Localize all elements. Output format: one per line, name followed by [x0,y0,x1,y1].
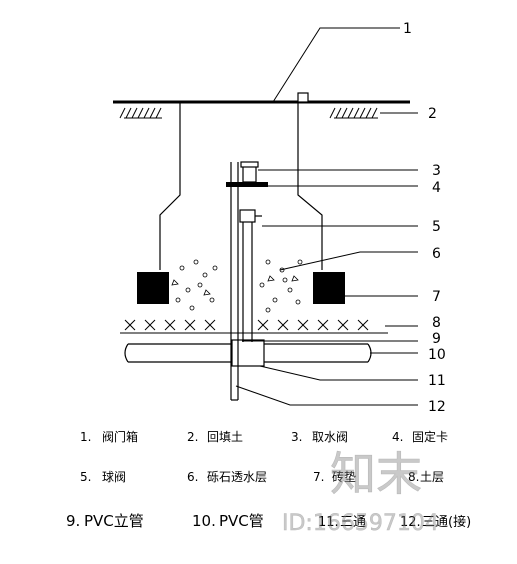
callout-7: 7 [432,289,441,305]
ground-surface [113,100,410,119]
legend-num: 5. [80,470,91,484]
tee-fitting [231,339,265,367]
legend-text: 固定卡 [412,429,448,444]
intake-valve [240,161,259,183]
legend-item-4: 4. 固定卡 [392,429,448,444]
legend-item-7: 7. 砖垫 [313,469,356,484]
callout-4: 4 [432,180,441,196]
gravel-layer [171,259,303,313]
legend-num: 11. [318,515,339,530]
legend-text: PVC管 [219,512,264,530]
pvc-riser [230,162,253,401]
legend: 1. 阀门箱 2. 回填土 3. 取水阀 4. 固定卡 5. 球阀 6. 砾石透… [66,429,471,530]
callout-10: 10 [428,347,446,363]
legend-item-3: 3. 取水阀 [291,430,348,444]
legend-num: 4. [392,430,403,444]
legend-text: 砖垫 [332,469,356,484]
legend-item-8: 8. 土层 [408,470,444,484]
callout-11: 11 [428,373,446,389]
legend-text: 三通 [340,515,366,530]
callout-1: 1 [403,21,412,37]
watermark: 知末 ID:166597104 [282,447,439,537]
valve-box [159,92,323,270]
legend-num: 6. [187,470,198,484]
pvc-pipe-horizontal [124,343,372,363]
legend-item-12: 12. 三通(接) [400,514,471,530]
legend-item-10: 10. PVC管 [192,512,264,530]
legend-item-5: 5. 球阀 [80,470,126,484]
legend-num: 12. [400,515,421,530]
legend-item-1: 1. 阀门箱 [80,429,138,444]
legend-text: 土层 [420,470,444,484]
watermark-logo: 知末 [330,447,422,501]
callout-5: 5 [432,219,441,235]
legend-text: 球阀 [102,470,126,484]
callout-numbers: 1 2 3 4 5 6 7 8 9 10 11 12 [403,21,446,415]
legend-text: PVC立管 [84,512,144,530]
callout-2: 2 [428,106,437,122]
legend-num: 1. [80,430,91,444]
callout-6: 6 [432,246,441,262]
legend-item-11: 11. 三通 [318,515,366,530]
callout-8: 8 [432,315,441,331]
legend-num: 2. [187,430,198,444]
legend-text: 三通(接) [422,514,471,530]
legend-num: 3. [291,430,302,444]
legend-num: 10. [192,512,216,530]
callout-9: 9 [432,331,441,347]
legend-item-6: 6. 砾石透水层 [187,470,267,484]
ball-valve [239,209,262,223]
legend-num: 9. [66,512,80,530]
legend-text: 取水阀 [312,430,348,444]
legend-num: 7. [313,470,324,484]
brick-pad-right [313,272,345,304]
legend-item-9: 9. PVC立管 [66,512,144,530]
callout-12: 12 [428,399,446,415]
legend-text: 回填土 [207,430,243,444]
legend-item-2: 2. 回填土 [187,430,243,444]
legend-text: 阀门箱 [102,429,138,444]
fixing-clamp [226,182,268,187]
brick-pad-left [137,272,169,304]
callout-3: 3 [432,163,441,179]
soil-layer [120,319,388,334]
watermark-id: ID:166597104 [282,511,439,536]
legend-num: 8. [408,470,419,484]
leader-lines [235,27,418,406]
legend-text: 砾石透水层 [207,470,267,484]
